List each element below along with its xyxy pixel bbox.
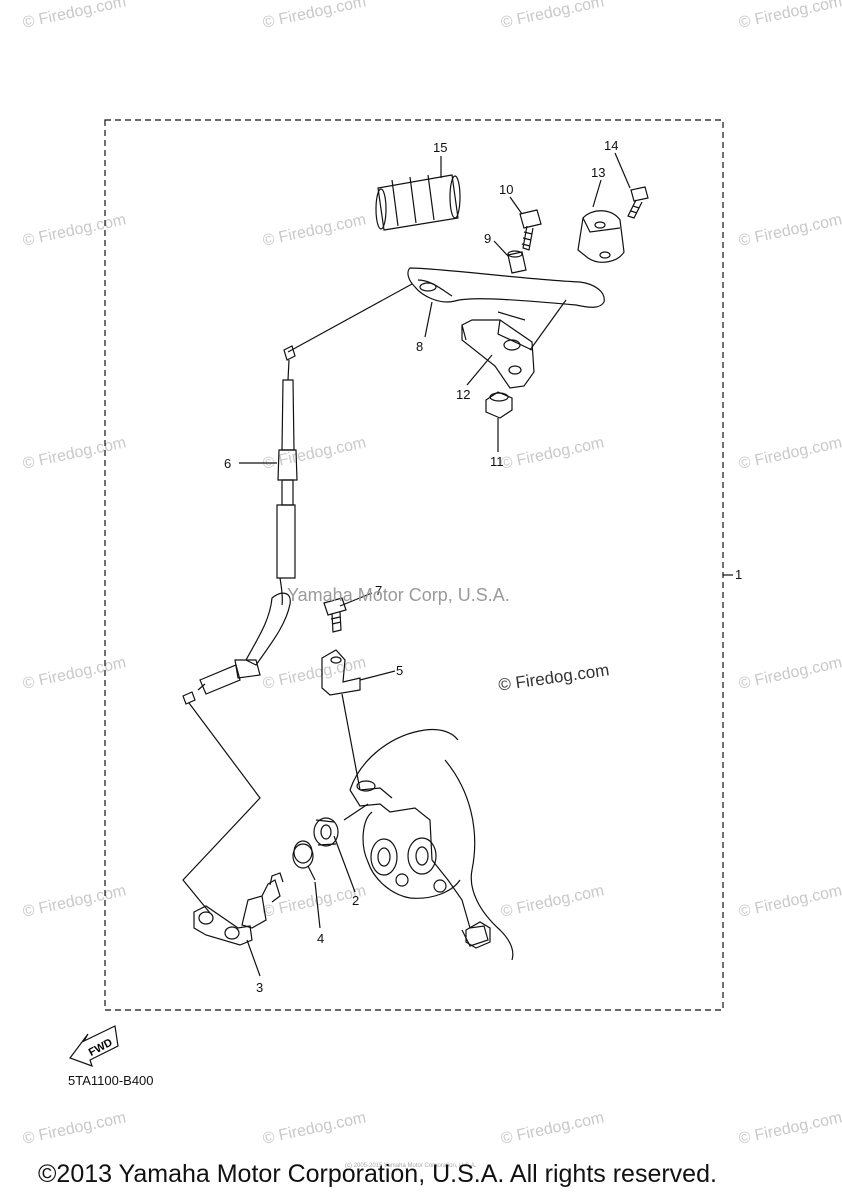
part-15-shape bbox=[375, 174, 461, 231]
leader-4 bbox=[314, 881, 321, 929]
leader-10 bbox=[509, 196, 523, 215]
part-2-shape bbox=[313, 817, 339, 847]
leader-5 bbox=[359, 670, 396, 681]
callout-4: 4 bbox=[317, 931, 325, 946]
part-12-shape bbox=[461, 319, 535, 389]
part-4-shape bbox=[292, 840, 316, 881]
callout-11: 11 bbox=[490, 454, 504, 469]
callout-1: 1 bbox=[735, 567, 743, 582]
leader-12 bbox=[466, 354, 493, 386]
leader-3 bbox=[246, 939, 261, 977]
part-10-shape bbox=[519, 209, 542, 251]
part-6-shape bbox=[182, 345, 298, 705]
assembly-line-12 bbox=[497, 311, 526, 321]
leader-2 bbox=[333, 835, 356, 893]
cable-route-line bbox=[287, 283, 413, 353]
callout-10: 10 bbox=[499, 182, 514, 197]
part-14-shape bbox=[627, 186, 649, 219]
callout-14: 14 bbox=[604, 138, 619, 153]
assembly-line-2 bbox=[343, 803, 369, 821]
center-watermark: Yamaha Motor Corp, U.S.A. bbox=[287, 585, 510, 605]
callout-2: 2 bbox=[352, 893, 360, 908]
callout-6: 6 bbox=[224, 456, 232, 471]
part-code: 5TA1100-B400 bbox=[68, 1073, 154, 1088]
part-8-shape bbox=[407, 267, 605, 308]
callout-5: 5 bbox=[396, 663, 404, 678]
callout-3: 3 bbox=[256, 980, 264, 995]
part-11-shape bbox=[485, 391, 513, 419]
part-3-shape bbox=[193, 872, 284, 946]
assembly-boundary bbox=[104, 119, 724, 1011]
callout-9: 9 bbox=[484, 231, 492, 246]
assembly-line-8-12 bbox=[529, 299, 567, 351]
part-13-shape bbox=[577, 210, 625, 263]
leader-14 bbox=[614, 152, 631, 189]
copyright-notice: ©2013 Yamaha Motor Corporation, U.S.A. A… bbox=[38, 1160, 717, 1188]
part-5-shape bbox=[321, 649, 361, 696]
leader-8 bbox=[424, 301, 433, 338]
crankcase-cover-shape bbox=[349, 728, 514, 961]
leader-7 bbox=[339, 592, 373, 607]
leader-13 bbox=[592, 179, 602, 208]
callout-12: 12 bbox=[456, 387, 471, 402]
part-7-shape bbox=[323, 597, 347, 633]
part-9-shape bbox=[507, 250, 527, 274]
callout-7: 7 bbox=[375, 583, 383, 598]
callout-15: 15 bbox=[433, 140, 448, 155]
fwd-arrow-icon bbox=[69, 1025, 119, 1067]
callout-8: 8 bbox=[416, 339, 424, 354]
cable-route-lower bbox=[182, 702, 261, 914]
assembly-line-5 bbox=[341, 693, 361, 791]
tiny-credit: (c) 2005-2015 Yamaha Motor Corporation, … bbox=[345, 1163, 477, 1169]
leader-9 bbox=[493, 240, 509, 257]
callout-13: 13 bbox=[591, 165, 606, 180]
